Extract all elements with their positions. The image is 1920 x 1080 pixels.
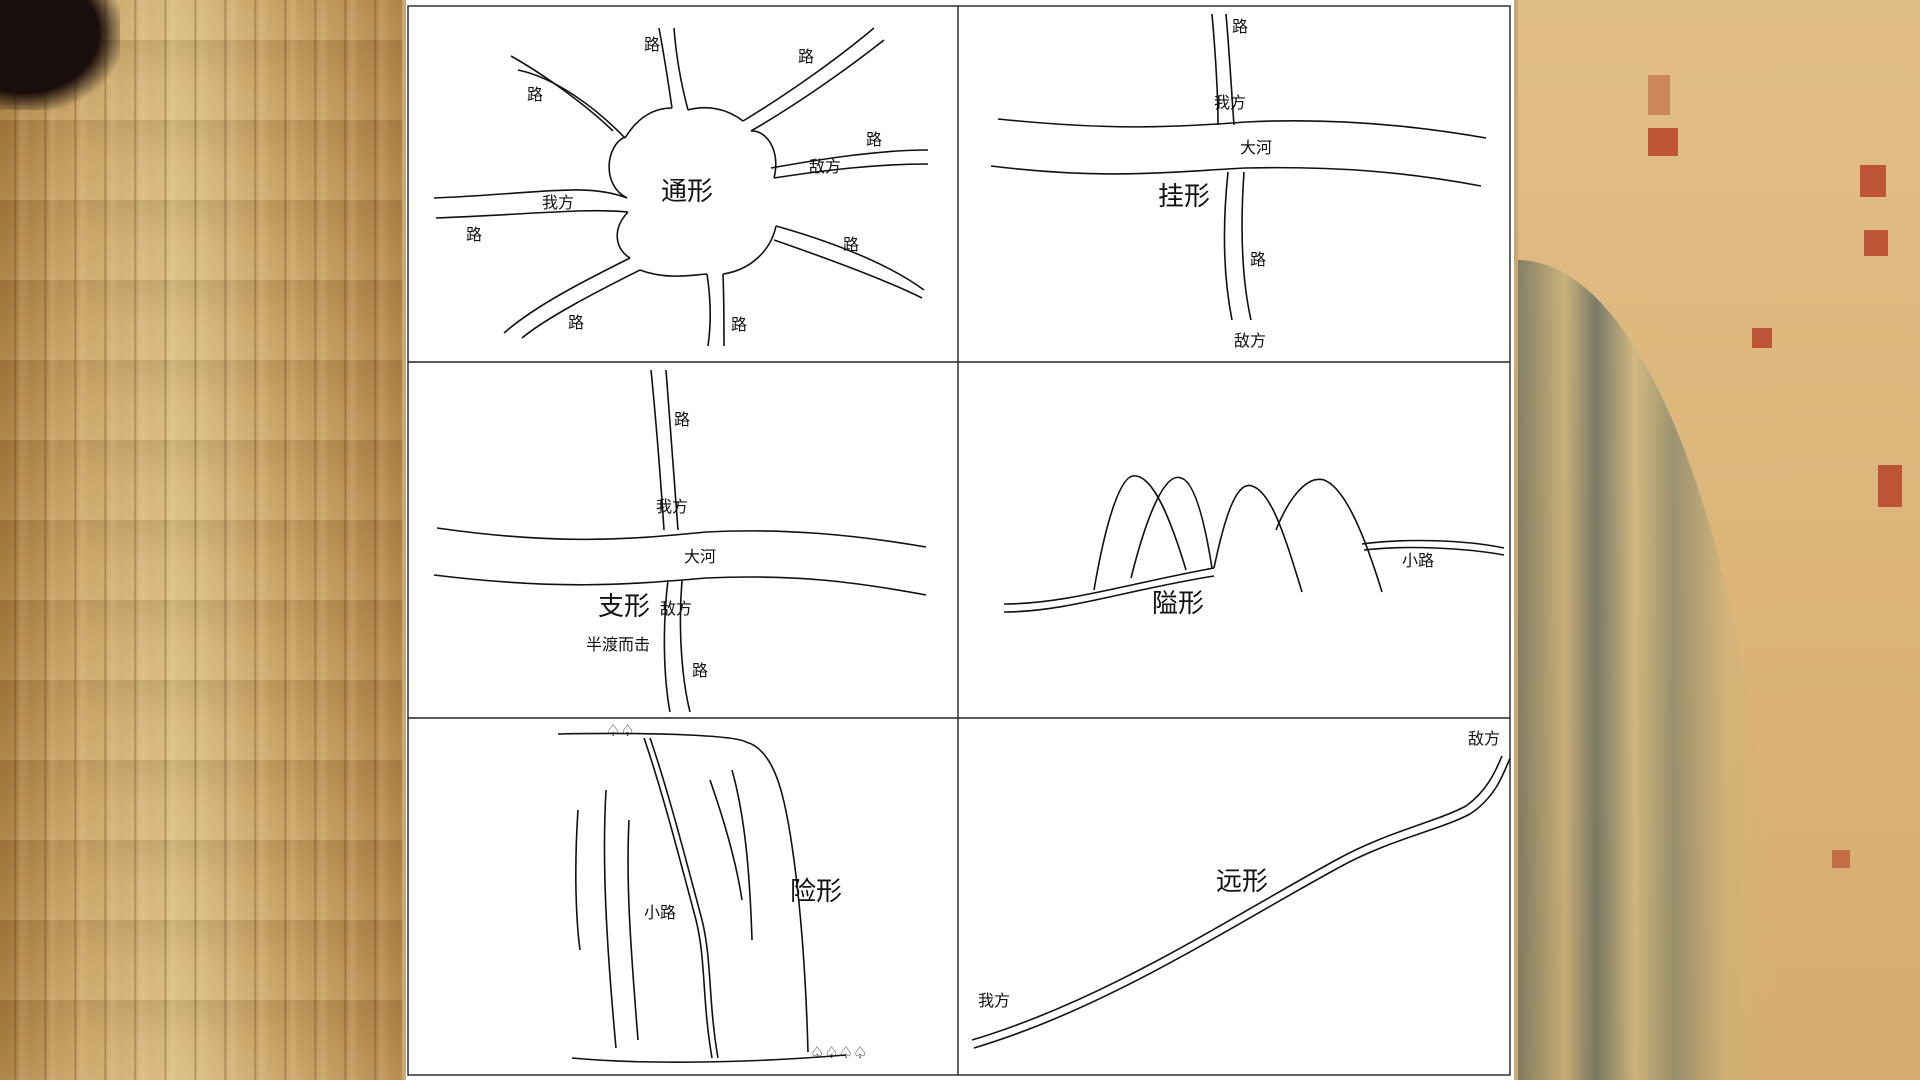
- terrain-diagram: 通形 路 路 路 路 路 路 路 路 我方 敌方 挂形 路 我方 大河 路 敌方…: [407, 5, 1511, 1076]
- road-label: 路: [527, 85, 543, 104]
- road-label: 路: [568, 313, 584, 332]
- painted-figure-robe: [1518, 260, 1778, 1080]
- we-label: 我方: [542, 193, 574, 212]
- terrain-diagram-page: 通形 路 路 路 路 路 路 路 路 我方 敌方 挂形 路 我方 大河 路 敌方…: [406, 0, 1514, 1080]
- panel-ai: 隘形 小路: [1003, 475, 1505, 619]
- panel-tong: 通形 路 路 路 路 路 路 路 路 我方 敌方: [433, 27, 929, 347]
- road-label: 路: [1250, 250, 1266, 269]
- seal-mark: [1878, 465, 1902, 507]
- tree-marks: ♤♤♤♤: [810, 1043, 867, 1062]
- panel-gua-title: 挂形: [1158, 182, 1210, 212]
- panel-zhi-note: 半渡而击: [586, 635, 650, 654]
- road-label: 路: [866, 130, 882, 149]
- enemy-label: 敌方: [1234, 331, 1266, 350]
- river-label: 大河: [684, 547, 716, 566]
- road-label: 路: [1232, 17, 1248, 36]
- road-label: 路: [692, 661, 708, 680]
- seal-mark: [1752, 328, 1772, 348]
- panel-zhi: 支形 半渡而击 路 我方 大河 敌方 路: [433, 369, 927, 713]
- road-label: 路: [731, 315, 747, 334]
- panel-xian: 险形 小路 ♤♤ ♤♤♤♤: [557, 721, 867, 1063]
- dark-corner-shadow: [0, 0, 120, 110]
- diagram-frame: [407, 5, 1511, 1076]
- path-label: 小路: [1402, 551, 1434, 570]
- panel-ai-title: 隘形: [1152, 589, 1204, 619]
- seal-mark: [1860, 165, 1886, 197]
- seal-mark: [1832, 850, 1850, 868]
- seal-mark: [1648, 128, 1678, 156]
- panel-zhi-title: 支形: [598, 592, 650, 622]
- tree-marks: ♤♤: [606, 721, 635, 740]
- path-label: 小路: [644, 903, 676, 922]
- enemy-label: 敌方: [1468, 729, 1500, 748]
- road-label: 路: [674, 410, 690, 429]
- we-label: 我方: [1214, 93, 1246, 112]
- river-label: 大河: [1240, 138, 1272, 157]
- road-label: 路: [466, 225, 482, 244]
- seal-mark: [1864, 230, 1888, 256]
- panel-xian-title: 险形: [790, 877, 842, 907]
- enemy-label: 敌方: [809, 157, 841, 176]
- we-label: 我方: [656, 497, 688, 516]
- panel-tong-title: 通形: [661, 177, 713, 207]
- road-label: 路: [843, 235, 859, 254]
- panel-yuan-title: 远形: [1216, 867, 1268, 897]
- panel-gua: 挂形 路 我方 大河 路 敌方: [990, 13, 1487, 350]
- panel-yuan: 远形 我方 敌方: [971, 729, 1511, 1049]
- silk-painting-background: [1518, 0, 1920, 1080]
- we-label: 我方: [978, 991, 1010, 1010]
- enemy-label: 敌方: [660, 599, 692, 618]
- bamboo-slip-background: [0, 0, 402, 1080]
- road-label: 路: [644, 35, 660, 54]
- road-label: 路: [798, 47, 814, 66]
- seal-mark: [1648, 75, 1670, 115]
